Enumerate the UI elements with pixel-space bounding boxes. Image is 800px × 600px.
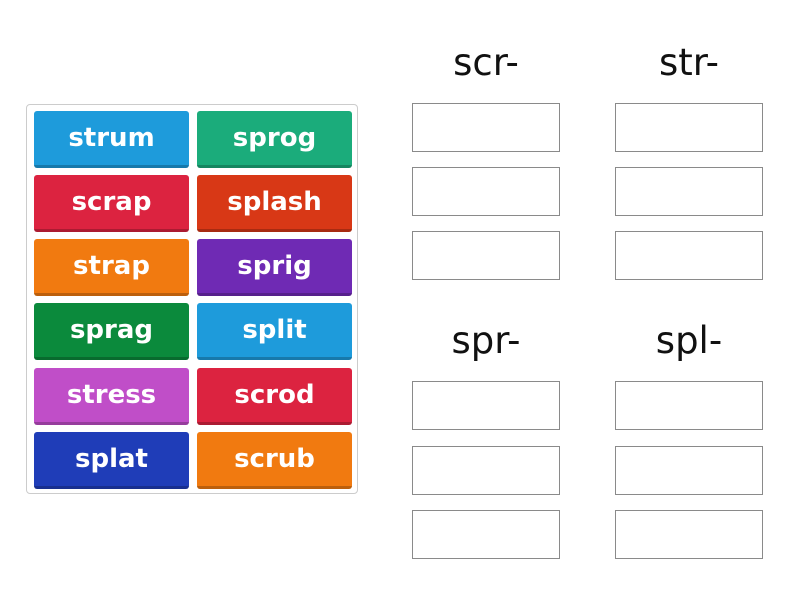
- drop-slot-spr-3[interactable]: [412, 510, 560, 559]
- drop-slot-spl-2[interactable]: [615, 446, 763, 495]
- drop-slot-spr-1[interactable]: [412, 381, 560, 430]
- group-heading-spr: spr-: [451, 319, 521, 362]
- drop-slot-scr-3[interactable]: [412, 231, 560, 280]
- word-tile-sprag[interactable]: sprag: [34, 303, 189, 360]
- word-bank: strum sprog scrap splash strap sprig spr…: [26, 104, 358, 494]
- drop-slot-str-1[interactable]: [615, 103, 763, 152]
- group-heading-spl: spl-: [655, 319, 723, 362]
- drop-slot-str-2[interactable]: [615, 167, 763, 216]
- word-tile-scrap[interactable]: scrap: [34, 175, 189, 232]
- drop-slot-scr-2[interactable]: [412, 167, 560, 216]
- word-tile-sprig[interactable]: sprig: [197, 239, 352, 296]
- word-tile-strum[interactable]: strum: [34, 111, 189, 168]
- group-heading-str: str-: [659, 41, 719, 84]
- group-heading-scr: scr-: [453, 41, 519, 84]
- drop-slot-spl-3[interactable]: [615, 510, 763, 559]
- drop-slot-str-3[interactable]: [615, 231, 763, 280]
- drop-slot-spl-1[interactable]: [615, 381, 763, 430]
- word-tile-sprog[interactable]: sprog: [197, 111, 352, 168]
- word-tile-splash[interactable]: splash: [197, 175, 352, 232]
- word-tile-split[interactable]: split: [197, 303, 352, 360]
- drop-slot-spr-2[interactable]: [412, 446, 560, 495]
- word-tile-scrod[interactable]: scrod: [197, 368, 352, 425]
- word-tile-strap[interactable]: strap: [34, 239, 189, 296]
- word-tile-scrub[interactable]: scrub: [197, 432, 352, 489]
- word-tile-splat[interactable]: splat: [34, 432, 189, 489]
- drop-slot-scr-1[interactable]: [412, 103, 560, 152]
- word-tile-stress[interactable]: stress: [34, 368, 189, 425]
